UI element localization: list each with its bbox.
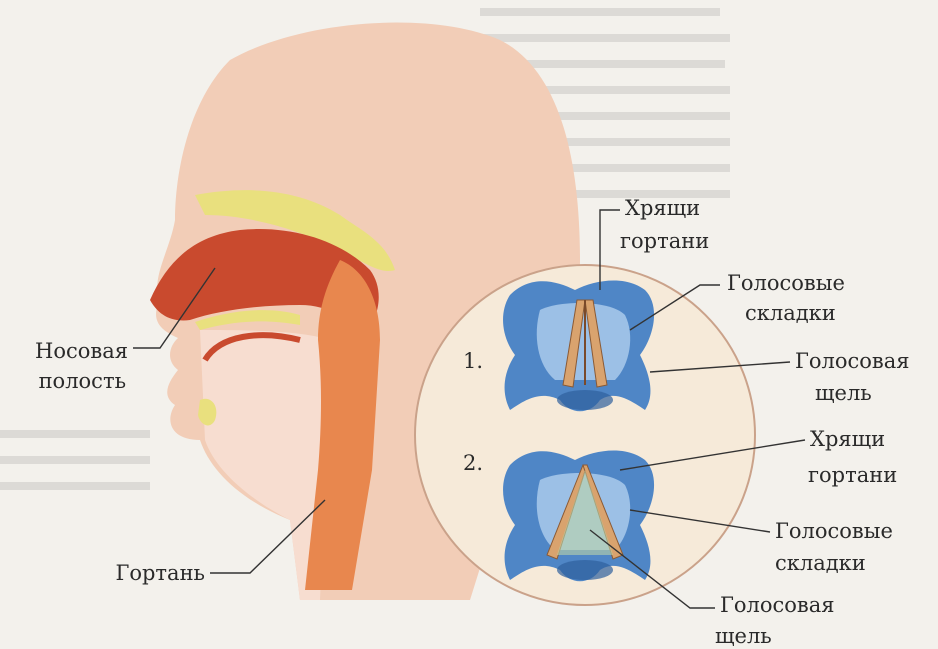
number-1: 1. bbox=[463, 349, 483, 373]
label-bottom-glottis-2: щель bbox=[715, 624, 772, 648]
label-top-cartilage-2: гортани bbox=[620, 229, 709, 253]
label-top-cartilage-1: Хрящи bbox=[625, 196, 700, 220]
label-nasal-1: Носовая bbox=[35, 339, 128, 363]
label-bottom-folds-2: складки bbox=[775, 551, 866, 575]
trachea-ring bbox=[557, 560, 613, 580]
label-larynx: Гортань bbox=[115, 561, 205, 585]
label-bottom-cartilage-2: гортани bbox=[808, 463, 897, 487]
label-nasal-2: полость bbox=[39, 369, 126, 393]
number-2: 2. bbox=[463, 451, 483, 475]
label-bottom-folds-1: Голосовые bbox=[775, 519, 893, 543]
larynx-view-1 bbox=[503, 281, 654, 412]
label-bottom-cartilage-1: Хрящи bbox=[810, 427, 885, 451]
label-top-folds-1: Голосовые bbox=[727, 271, 845, 295]
label-top-glottis-2: щель bbox=[815, 381, 872, 405]
trachea-ring bbox=[557, 390, 613, 410]
label-top-folds-2: складки bbox=[745, 301, 836, 325]
label-top-glottis-1: Голосовая bbox=[795, 349, 910, 373]
label-bottom-glottis-1: Голосовая bbox=[720, 593, 835, 617]
